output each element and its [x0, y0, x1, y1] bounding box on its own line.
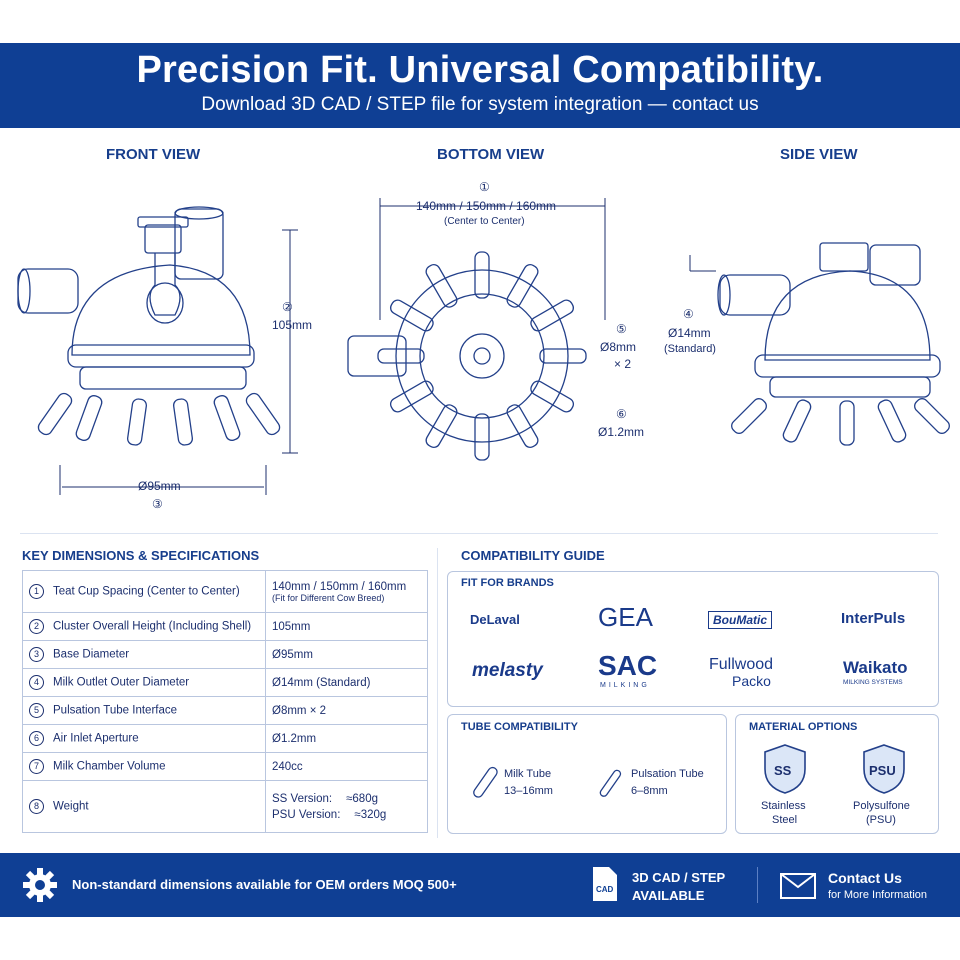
bottom-num-1: ①	[479, 180, 490, 194]
file-cad-icon	[593, 867, 617, 901]
tube-icon	[599, 769, 622, 797]
brand-delaval: DeLaval	[470, 612, 520, 627]
specs-title: KEY DIMENSIONS & SPECIFICATIONS	[22, 548, 260, 563]
bottom-spacing-note: (Center to Center)	[444, 216, 525, 227]
tube-title: TUBE COMPATIBILITY	[461, 721, 578, 733]
brand-melasty: melasty	[472, 660, 543, 681]
footer-banner: Non-standard dimensions available for OE…	[0, 853, 960, 917]
brand-fullwood: Fullwood	[709, 656, 774, 673]
teat-cup-spoke	[530, 380, 575, 413]
puls-tube-range: 6–8mm	[631, 785, 668, 797]
column-divider	[437, 548, 438, 838]
brand-waikato: Waikato	[843, 658, 908, 677]
side-outlet-note: (Standard)	[664, 343, 716, 355]
bottom-view-title: BOTTOM VIEW	[437, 146, 545, 163]
gear-icon	[23, 868, 57, 902]
front-num-3: ③	[152, 497, 163, 511]
teat-cup-spoke	[530, 299, 575, 332]
teat-cup-spoke	[506, 404, 539, 449]
footer-divider	[757, 867, 758, 903]
psu-name-2: (PSU)	[866, 814, 896, 826]
brands-title: FIT FOR BRANDS	[461, 577, 554, 589]
teat-cup-spoke	[539, 348, 587, 364]
teat-cup-spoke	[474, 413, 490, 461]
bottom-aperture-label: Ø1.2mm	[598, 425, 645, 439]
brand-waikato-sub: MILKING SYSTEMS	[843, 679, 903, 686]
teat-cup-spoke	[474, 251, 490, 299]
brand-interpuls: InterPuls	[841, 610, 906, 627]
side-view-drawing	[689, 242, 950, 446]
side-outlet-label: Ø14mm	[668, 326, 711, 340]
teat-cup-spoke	[377, 348, 425, 364]
bottom-num-5: ⑤	[616, 322, 627, 336]
bottom-tube-count: × 2	[614, 357, 632, 371]
compat-title: COMPATIBILITY GUIDE	[461, 548, 605, 563]
ss-badge: SS	[774, 763, 792, 778]
side-num-4: ④	[683, 307, 694, 321]
brand-boumatic: BouMatic	[708, 611, 772, 629]
cad-icon-label: CAD	[596, 885, 614, 894]
bottom-tube-label: Ø8mm	[600, 340, 636, 354]
bottom-view-drawing	[347, 198, 606, 461]
milk-tube-range: 13–16mm	[504, 785, 553, 797]
front-view-title: FRONT VIEW	[106, 146, 201, 163]
side-view-title: SIDE VIEW	[780, 146, 858, 163]
oem-note: Non-standard dimensions available for OE…	[72, 877, 457, 892]
shield-icon	[863, 744, 905, 794]
contact-link[interactable]: Contact Us	[828, 870, 902, 886]
psu-name: Polysulfone	[853, 800, 910, 812]
material-title: MATERIAL OPTIONS	[749, 721, 858, 733]
teat-cup-spoke	[425, 263, 458, 308]
teat-cup-spoke	[506, 263, 539, 308]
ss-name: Stainless	[761, 800, 806, 812]
ss-name-2: Steel	[772, 814, 798, 826]
cad-line-1: 3D CAD / STEP	[632, 870, 726, 885]
cad-line-2: AVAILABLE	[632, 888, 705, 903]
psu-badge: PSU	[869, 763, 896, 778]
puls-tube-label: Pulsation Tube	[631, 768, 704, 780]
bottom-num-6: ⑥	[616, 407, 627, 421]
teat-cup-spoke	[425, 404, 458, 449]
brand-gea: GEA	[598, 602, 653, 632]
page-subtitle: Download 3D CAD / STEP file for system i…	[201, 94, 759, 115]
header-banner: Precision Fit. Universal Compatibility. …	[0, 43, 960, 128]
bottom-spacing-label: 140mm / 150mm / 160mm	[416, 199, 557, 213]
teat-cup-spoke	[389, 299, 434, 332]
brand-sac: SAC	[598, 650, 658, 681]
mail-icon[interactable]	[780, 873, 816, 899]
front-view-drawing	[17, 206, 298, 495]
section-divider	[20, 533, 938, 534]
milk-tube-label: Milk Tube	[504, 768, 552, 780]
front-height-label: 105mm	[272, 318, 313, 332]
teat-cup-spoke	[389, 380, 434, 413]
contact-sub: for More Information	[828, 889, 928, 901]
page-title: Precision Fit. Universal Compatibility.	[136, 49, 824, 91]
front-diameter-label: Ø95mm	[138, 479, 181, 493]
front-num-2: ②	[282, 300, 293, 314]
brands-panel	[447, 571, 939, 707]
tube-icon	[473, 766, 498, 798]
tube-panel	[447, 714, 727, 834]
shield-icon	[764, 744, 806, 794]
brand-packo: Packo	[732, 673, 771, 689]
brand-sac-sub: MILKING	[600, 682, 650, 689]
